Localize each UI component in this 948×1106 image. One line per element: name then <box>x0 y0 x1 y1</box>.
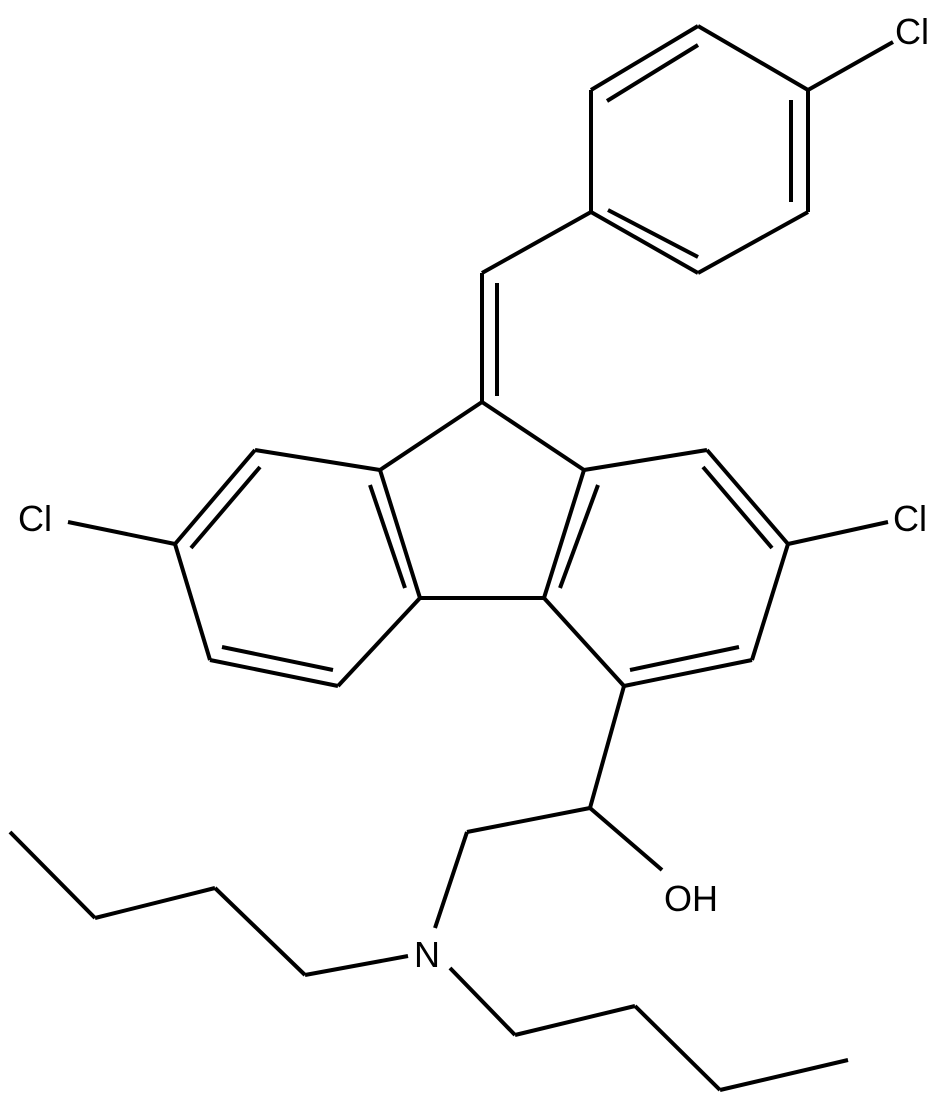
atom-label-cl-left: Cl <box>18 498 52 539</box>
atom-label-cl-right: Cl <box>893 498 927 539</box>
chlorophenyl-ring <box>589 24 810 275</box>
bond-ring-cl-left <box>67 520 176 546</box>
bond-ring-cl-right <box>787 520 889 546</box>
atom-label-n: N <box>414 934 440 975</box>
bond-ring-cl-para <box>807 40 894 92</box>
fluorene-left-ring <box>173 448 422 688</box>
butyl-chain-lower <box>448 966 849 1092</box>
fluorene-five-ring <box>378 400 586 600</box>
aminoalcohol-side-chain <box>433 685 664 929</box>
butyl-chain-upper <box>8 830 409 977</box>
fluorene-right-ring <box>542 448 790 688</box>
atom-label-cl-para: Cl <box>895 11 929 52</box>
atom-label-oh: OH <box>664 878 718 919</box>
exocyclic-alkene <box>480 210 592 402</box>
